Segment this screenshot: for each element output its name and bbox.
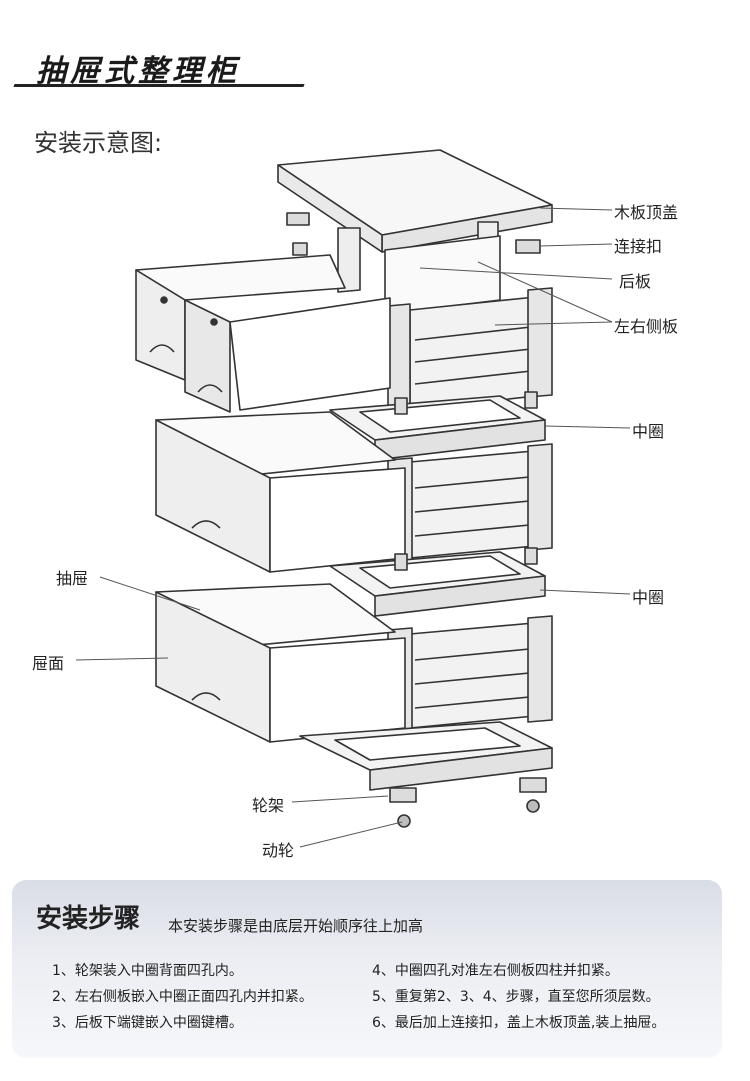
leader-lines — [75, 207, 631, 848]
label-drawer-face: 屉面 — [32, 654, 65, 673]
top-tier-frame — [337, 221, 553, 413]
label-connector: 连接扣 — [614, 237, 663, 256]
label-wheel-frame: 轮架 — [252, 796, 285, 815]
middle-ring-2 — [329, 547, 546, 617]
step-item: 3、后板下端键嵌入中圈键槽。 — [52, 1015, 243, 1031]
label-caster: 动轮 — [262, 841, 295, 860]
middle-tier-frame — [387, 443, 553, 563]
step-item: 5、重复第2、3、4、步骤，直至您所须层数。 — [372, 989, 660, 1005]
assembly-diagram — [75, 149, 631, 848]
label-drawer: 抽屉 — [56, 569, 89, 588]
bottom-tier-frame — [387, 615, 553, 735]
label-top-cover: 木板顶盖 — [614, 203, 679, 222]
middle-drawer — [155, 411, 406, 573]
diagram-subtitle: 安装示意图: — [34, 129, 163, 157]
label-side-panels: 左右侧板 — [614, 317, 679, 336]
page-title: 抽屉式整理柜 — [36, 54, 240, 89]
steps-note: 本安装步骤是由底层开始顺序往上加高 — [168, 917, 424, 935]
label-back-panel: 后板 — [619, 272, 652, 291]
step-item: 4、中圈四孔对准左右侧板四柱并扣紧。 — [372, 963, 619, 979]
step-item: 2、左右侧板嵌入中圈正面四孔内并扣紧。 — [52, 989, 313, 1005]
bottom-drawer — [155, 583, 406, 743]
top-drawer — [135, 254, 391, 413]
base-ring — [299, 721, 553, 791]
top-cover-part — [277, 149, 553, 253]
caster-parts — [397, 799, 540, 828]
step-item: 1、轮架装入中圈背面四孔内。 — [52, 963, 243, 979]
step-item: 6、最后加上连接扣，盖上木板顶盖,装上抽屉。 — [372, 1015, 666, 1031]
label-middle-ring-1: 中圈 — [632, 422, 665, 441]
steps-panel — [12, 880, 722, 1058]
label-middle-ring-2: 中圈 — [632, 588, 665, 607]
steps-title: 安装步骤 — [36, 904, 141, 934]
wheel-frame-parts — [389, 777, 547, 803]
middle-ring-1 — [329, 391, 546, 461]
